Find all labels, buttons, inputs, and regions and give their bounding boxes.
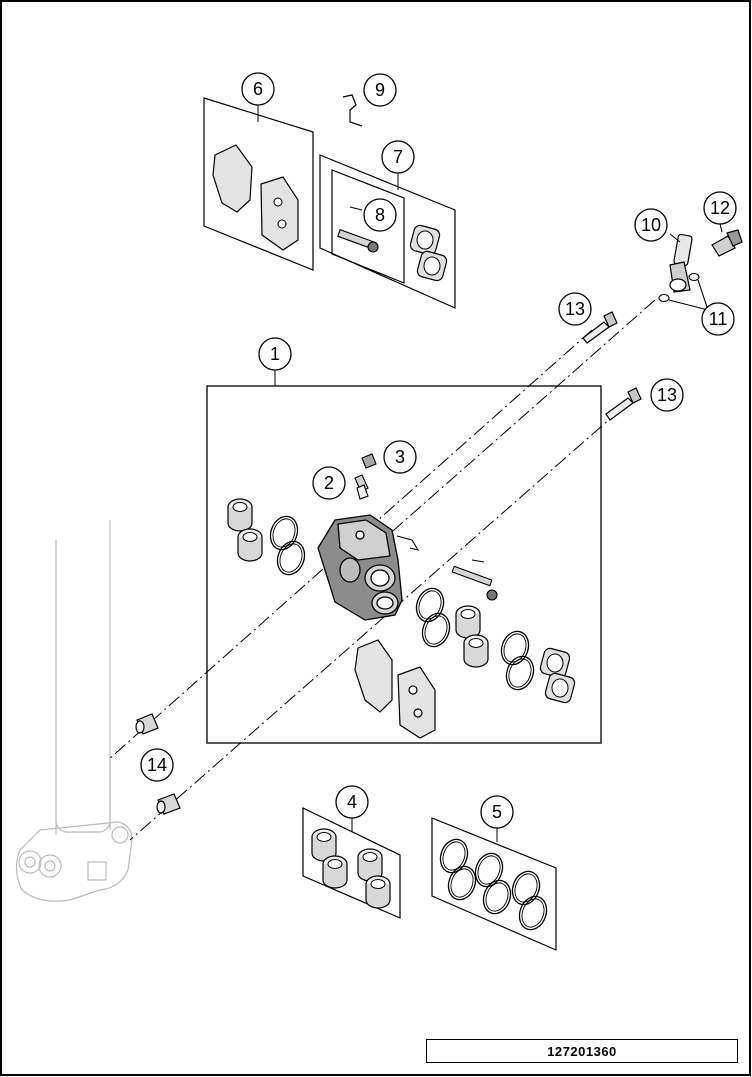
callout-label: 4 xyxy=(347,792,357,812)
callout-label: 6 xyxy=(253,79,263,99)
drawing-number-label: 127201360 xyxy=(426,1039,738,1063)
callout-label: 8 xyxy=(375,205,385,225)
pin-seal-kit-box xyxy=(319,154,456,309)
callout-8 xyxy=(363,198,397,232)
callout-10 xyxy=(634,208,668,242)
callout-label: 14 xyxy=(147,755,167,775)
callout-9 xyxy=(363,73,397,107)
banjo-bolt xyxy=(711,229,743,257)
callout-label: 1 xyxy=(270,344,280,364)
callout-label: 5 xyxy=(492,802,502,822)
callout-label: 2 xyxy=(324,473,334,493)
callout-label: 11 xyxy=(709,309,728,329)
mounting-bolts xyxy=(582,311,642,421)
callout-label: 13 xyxy=(657,385,677,405)
callout-11 xyxy=(701,302,735,336)
callout-5 xyxy=(480,795,514,829)
callout-label: 7 xyxy=(393,147,403,167)
callout-bubbles xyxy=(140,72,737,829)
callout-2 xyxy=(312,466,346,500)
caliper-body xyxy=(317,514,403,621)
pin-kit-parts xyxy=(337,206,449,283)
banjo-fitting xyxy=(669,233,693,293)
callout-6 xyxy=(241,72,275,106)
caliper-brake-pads xyxy=(354,639,436,739)
callout-12 xyxy=(703,191,737,225)
caliper-assembly-box xyxy=(206,385,602,744)
caliper-pin-spring xyxy=(396,535,498,601)
callout-leaders xyxy=(669,223,723,243)
piston-set-box xyxy=(302,807,401,919)
seal-set-box xyxy=(431,817,557,951)
callout-13b xyxy=(650,378,684,412)
bleeder-cap xyxy=(361,453,377,469)
callout-labels: 1 2 3 4 5 6 7 8 9 10 11 12 13 13 14 xyxy=(147,79,730,822)
callout-7 xyxy=(381,140,415,174)
caliper-pistons-right xyxy=(411,583,577,705)
callout-label: 9 xyxy=(375,80,385,100)
callout-label: 3 xyxy=(395,447,405,467)
callout-14 xyxy=(140,748,174,782)
callout-13a xyxy=(558,292,592,326)
pad-set-box xyxy=(203,97,314,271)
bleeder-screw xyxy=(354,474,369,500)
callout-label: 12 xyxy=(710,198,730,218)
callout-label: 10 xyxy=(641,215,661,235)
caliper-pistons-left xyxy=(227,498,310,580)
spacer-bushings xyxy=(135,713,181,815)
sealing-washers xyxy=(658,272,709,311)
fork-leg-ghost xyxy=(15,520,133,902)
callout-3 xyxy=(383,440,417,474)
retaining-clip xyxy=(342,94,363,127)
callout-label: 13 xyxy=(565,299,585,319)
callout-4 xyxy=(335,785,369,819)
callout-1 xyxy=(258,337,292,371)
